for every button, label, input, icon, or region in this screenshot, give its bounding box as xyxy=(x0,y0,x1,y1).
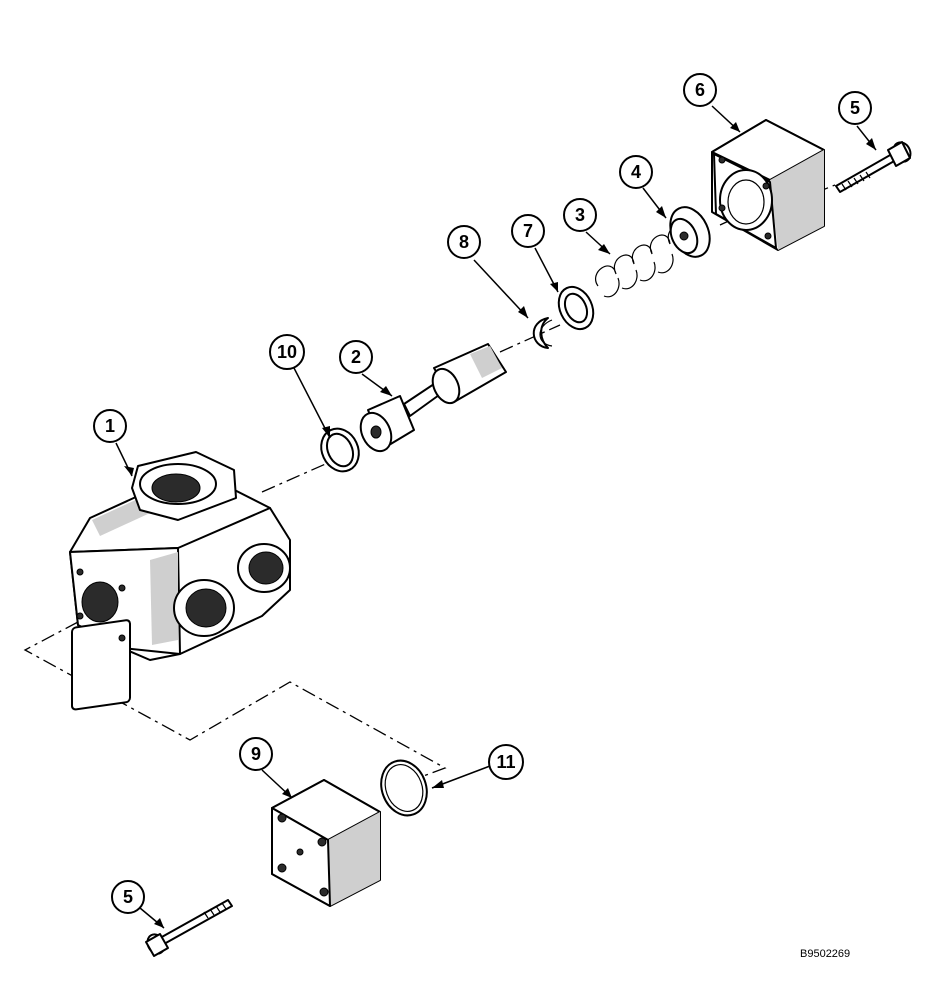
callout-11: 11 xyxy=(488,744,524,780)
end-cap-9 xyxy=(271,779,381,907)
callout-1-label: 1 xyxy=(105,416,115,436)
washer-7 xyxy=(557,285,595,331)
callout-3: 3 xyxy=(563,198,597,232)
callout-8-label: 8 xyxy=(459,232,469,252)
callout-1: 1 xyxy=(93,409,127,443)
callout-5-bottom-label: 5 xyxy=(123,887,133,907)
callout-9: 9 xyxy=(239,737,273,771)
cap-screw-top xyxy=(835,141,912,193)
callout-6-label: 6 xyxy=(695,80,705,100)
callout-4-label: 4 xyxy=(631,162,641,182)
callout-6: 6 xyxy=(683,73,717,107)
leader-lines xyxy=(115,105,877,929)
seal-ring-10 xyxy=(320,427,360,473)
cap-screw-bottom xyxy=(145,899,233,957)
callout-8: 8 xyxy=(447,225,481,259)
callout-5-top-label: 5 xyxy=(850,98,860,118)
valve-body xyxy=(69,451,291,711)
spring-3 xyxy=(595,225,687,298)
spool xyxy=(359,343,507,453)
callout-5-top: 5 xyxy=(838,91,872,125)
callout-9-label: 9 xyxy=(251,744,261,764)
callout-4: 4 xyxy=(619,155,653,189)
callout-3-label: 3 xyxy=(575,205,585,225)
callout-11-label: 11 xyxy=(496,752,515,772)
callout-2: 2 xyxy=(339,340,373,374)
figure-id: B9502269 xyxy=(800,948,851,960)
callout-10: 10 xyxy=(269,334,305,370)
o-ring-11 xyxy=(380,759,428,817)
callout-7-label: 7 xyxy=(523,221,533,241)
callout-2-label: 2 xyxy=(351,347,361,367)
callout-7: 7 xyxy=(511,214,545,248)
spring-seat-4 xyxy=(669,206,711,258)
end-cap-6 xyxy=(711,119,825,251)
end-cap-alignment-line xyxy=(23,621,447,779)
callout-10-label: 10 xyxy=(277,342,297,362)
snap-ring-8 xyxy=(532,317,553,349)
callout-5-bottom: 5 xyxy=(111,880,145,914)
